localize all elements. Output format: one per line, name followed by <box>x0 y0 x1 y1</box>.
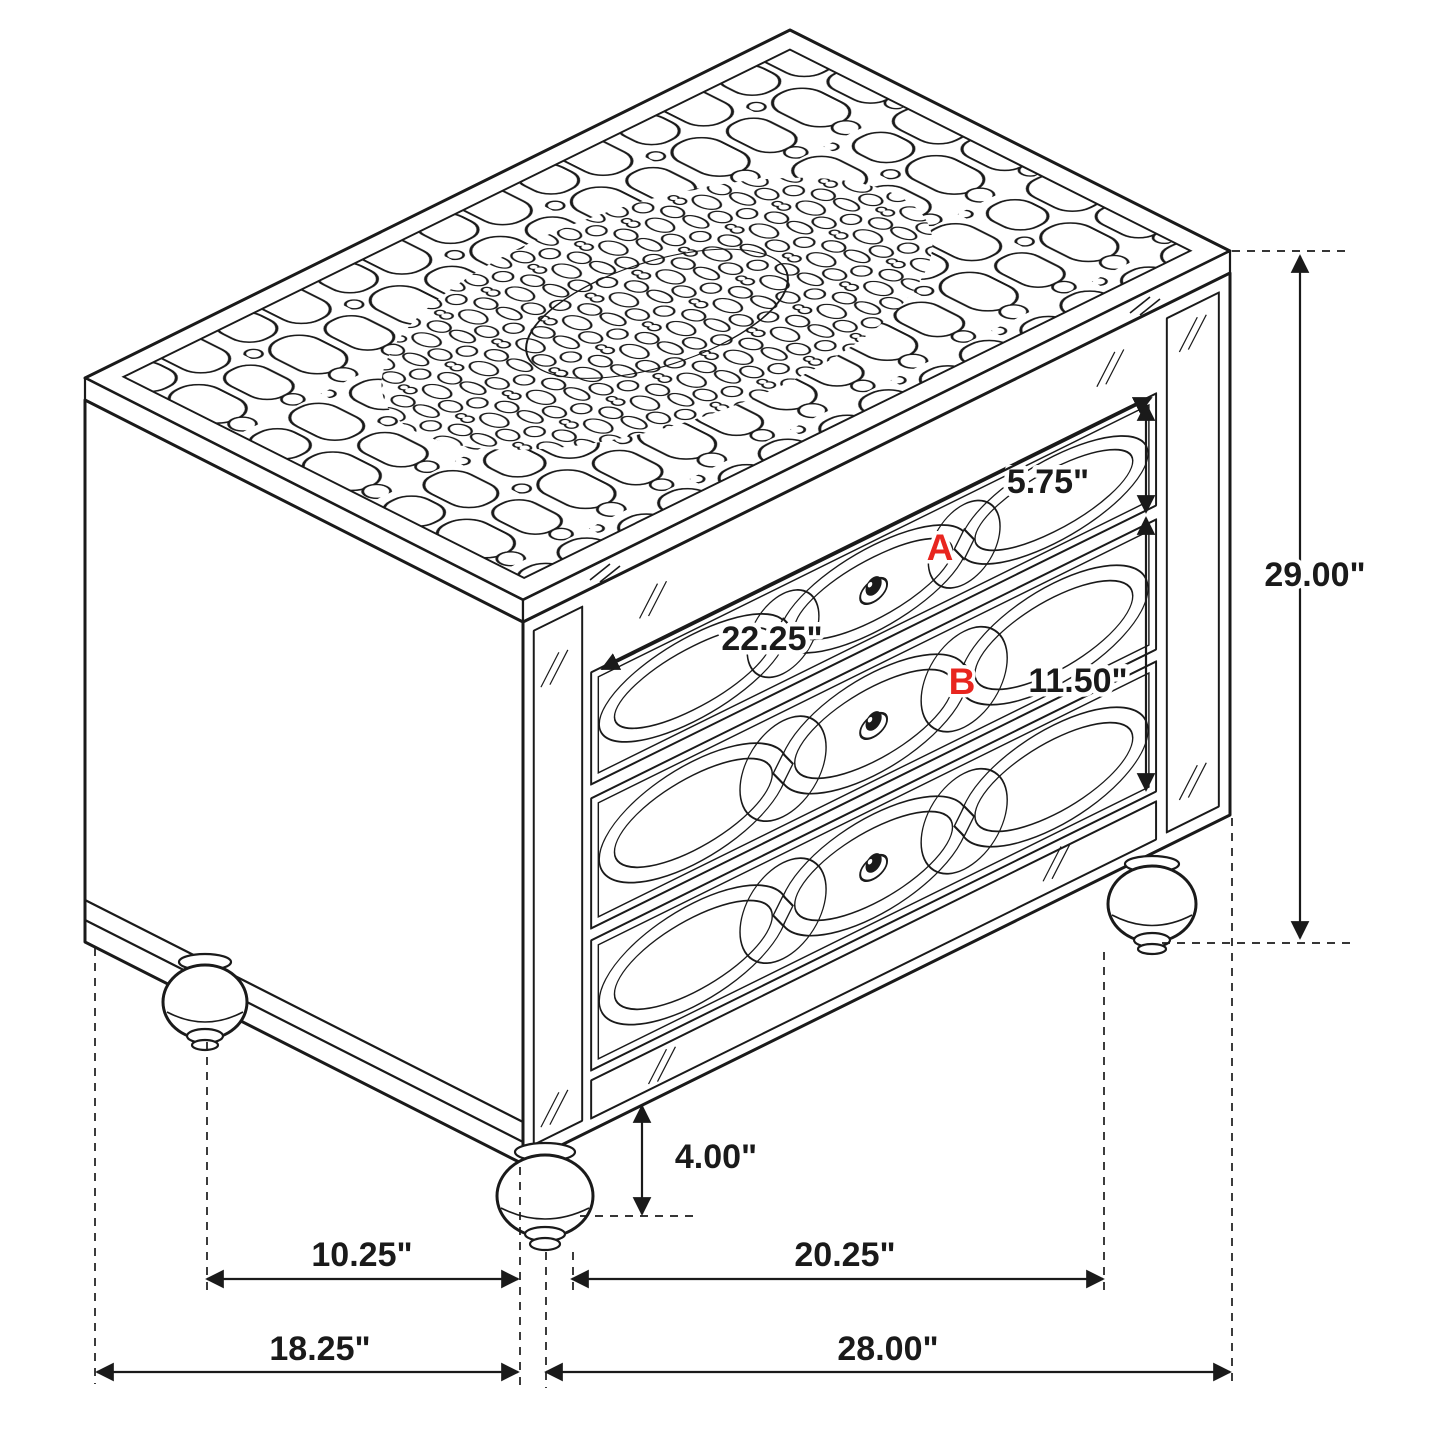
dim-drawer-a-label: 5.75" <box>1007 463 1089 501</box>
drawer-bottom <box>590 660 1158 1072</box>
dim-foot-height: 4.00" <box>632 1104 762 1216</box>
pilaster-left <box>532 605 584 1146</box>
extension-lines <box>94 250 1350 1388</box>
foot-front <box>495 1141 595 1252</box>
side-base-molding-top <box>84 899 524 1123</box>
dim-foot-spacing-width-label: 20.25" <box>794 1236 895 1274</box>
mirror-hatch-band-right <box>1129 296 1161 316</box>
drawer-middle-knob <box>859 711 889 740</box>
dim-width: 28.00" <box>544 1326 1232 1382</box>
dim-total-height: 29.00" <box>1260 254 1370 940</box>
tabletop-croc-texture <box>121 48 1193 580</box>
dim-drawer-b-label: 11.50" <box>1028 662 1127 700</box>
dim-foot-height-label: 4.00" <box>675 1138 757 1176</box>
dim-foot-spacing-width: 20.25" <box>570 1232 1105 1289</box>
pilaster-right <box>1165 291 1220 834</box>
dim-depth-label: 18.25" <box>269 1330 370 1368</box>
tabletop <box>83 28 1232 602</box>
foot-right <box>1106 854 1198 956</box>
croc-swirl-ring <box>525 248 789 379</box>
dim-width-label: 28.00" <box>837 1330 938 1368</box>
dim-drawer-width-label: 22.25" <box>721 620 822 658</box>
drawer-bottom-knob <box>859 853 889 882</box>
dim-total-height-label: 29.00" <box>1264 556 1365 594</box>
dim-depth: 18.25" <box>95 1326 520 1382</box>
drawer-b-marker: B <box>949 661 976 702</box>
bun-feet <box>161 854 1198 1252</box>
dim-drawer-width: 22.25" <box>600 397 1153 670</box>
bottom-rail <box>590 800 1158 1120</box>
side-base-molding-bottom <box>84 919 524 1143</box>
foot-left <box>161 952 249 1052</box>
drawer-a-marker: A <box>927 527 954 568</box>
dim-foot-spacing-depth-label: 10.25" <box>311 1236 412 1274</box>
drawer-bottom-ornament <box>598 706 1149 1026</box>
dim-foot-spacing-depth: 10.25" <box>205 1232 520 1289</box>
croc-swirl-center <box>381 177 933 450</box>
